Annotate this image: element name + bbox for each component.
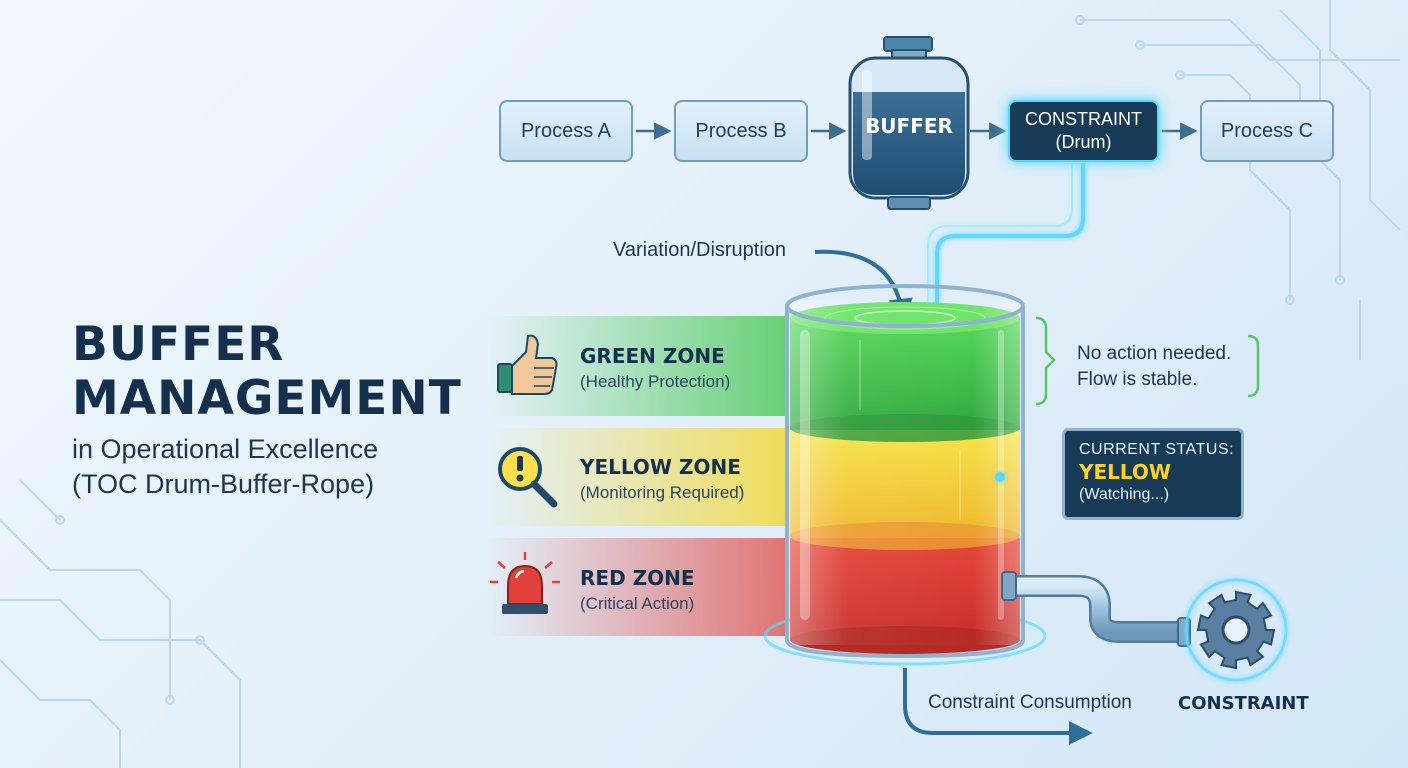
magnifier-alert-icon: [498, 447, 558, 508]
process-b-label: Process B: [695, 119, 787, 142]
drum-signal-pipe: [927, 163, 1085, 320]
yellow-zone-subtitle: (Monitoring Required): [580, 483, 745, 502]
green-zone-title: GREEN ZONE: [580, 344, 725, 368]
yellow-zone-title: YELLOW ZONE: [580, 455, 741, 479]
green-zone-subtitle: (Healthy Protection): [580, 372, 731, 391]
circuit-decoration-bottom-left: [0, 479, 241, 768]
page-subtitle: in Operational Excellence (TOC Drum-Buff…: [72, 432, 378, 502]
subtitle-line-2: (TOC Drum-Buffer-Rope): [72, 469, 375, 499]
status-pointer: [995, 472, 1062, 482]
title-line-1: BUFFER: [72, 317, 285, 372]
green-note-brackets: [1035, 316, 1260, 406]
process-b-box: Process B: [674, 100, 808, 162]
green-note-line-1: No action needed.: [1077, 343, 1232, 364]
constraint-label: CONSTRAINT: [1178, 693, 1309, 714]
current-status-panel: CURRENT STATUS: YELLOW (Watching...): [1062, 428, 1244, 520]
gear-hub: [1221, 615, 1251, 645]
status-value: YELLOW: [1079, 460, 1171, 484]
buffer-cylinder: [763, 284, 1047, 666]
alarm-siren-icon: [490, 552, 560, 614]
constraint-gear-icon: [1184, 578, 1288, 682]
constraint-consumption-label: Constraint Consumption: [928, 692, 1132, 713]
subtitle-line-1: in Operational Excellence: [72, 434, 379, 464]
page-title: BUFFER MANAGEMENT: [72, 318, 462, 426]
status-note: (Watching...): [1079, 486, 1170, 503]
outlet-pipe: [1001, 571, 1191, 647]
process-a-label: Process A: [520, 119, 612, 142]
circuit-decoration-top-right: [1075, 0, 1401, 360]
consumption-arrow: [903, 668, 1093, 745]
variation-label: Variation/Disruption: [613, 239, 787, 261]
constraint-drum-box: CONSTRAINT (Drum): [1008, 100, 1159, 162]
red-zone-title: RED ZONE: [580, 566, 695, 590]
buffer-label: BUFFER: [865, 114, 953, 138]
red-zone-subtitle: (Critical Action): [580, 594, 695, 613]
thumbs-up-icon: [497, 334, 558, 395]
process-a-box: Process A: [499, 100, 633, 162]
green-note-line-2: Flow is stable.: [1077, 369, 1198, 390]
constraint-box-line-1: CONSTRAINT: [1025, 109, 1142, 129]
status-label: CURRENT STATUS:: [1079, 441, 1235, 458]
process-c-box: Process C: [1200, 100, 1334, 162]
process-c-label: Process C: [1220, 119, 1314, 142]
title-line-2: MANAGEMENT: [72, 371, 462, 426]
buffer-tank-icon: [848, 36, 970, 210]
constraint-box-line-2: (Drum): [1055, 132, 1112, 152]
